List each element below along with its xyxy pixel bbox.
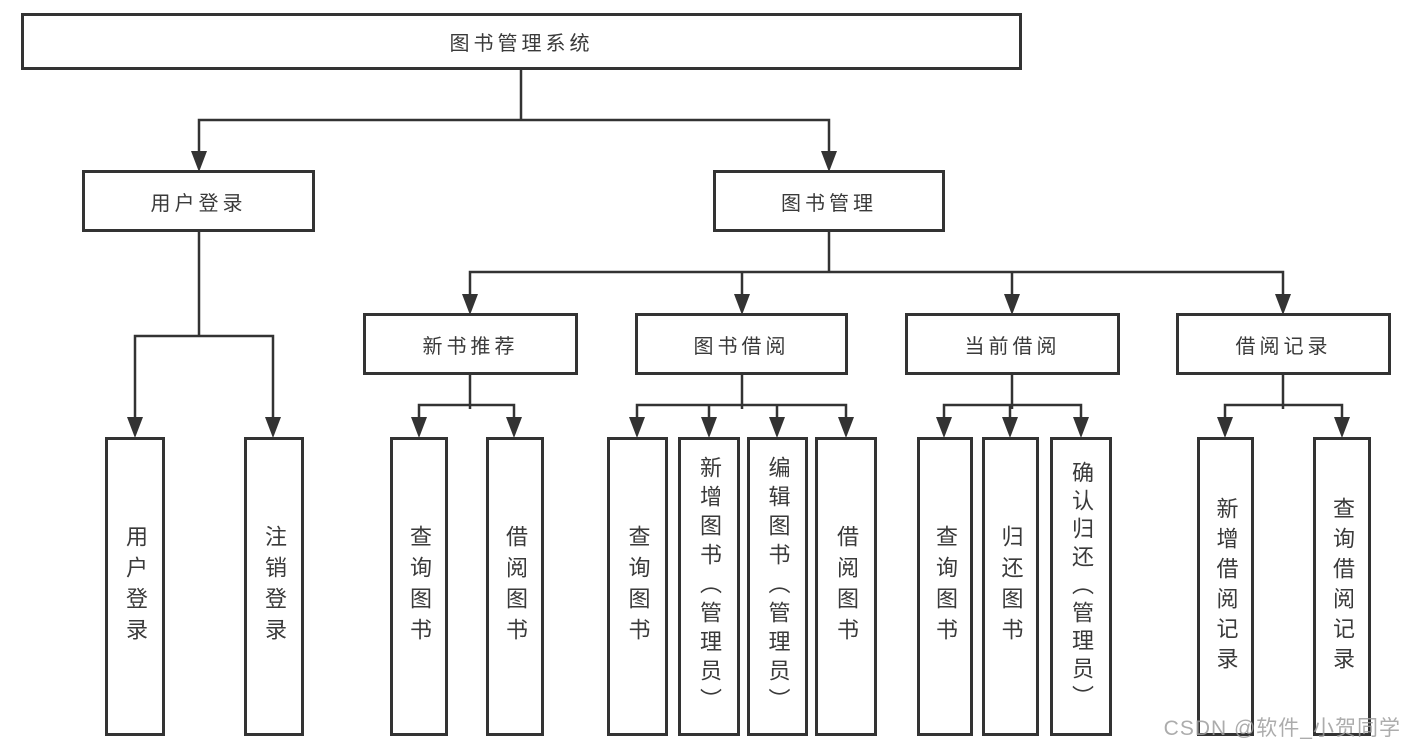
node-borrowing-records: 借阅记录	[1176, 313, 1391, 375]
leaf-cb-query-books: 查询图书	[917, 437, 973, 736]
node-root-library-system: 图书管理系统	[21, 13, 1022, 70]
leaf-bb-edit-books-admin: 编辑图书（管理员）	[747, 437, 808, 736]
node-new-book-recommend: 新书推荐	[363, 313, 578, 375]
node-book-borrowing: 图书借阅	[635, 313, 848, 375]
leaf-nbr-borrow-books: 借阅图书	[486, 437, 544, 736]
leaf-br-query-record: 查询借阅记录	[1313, 437, 1371, 736]
node-book-management-branch: 图书管理	[713, 170, 945, 232]
leaf-user-login: 用户登录	[105, 437, 165, 736]
leaf-br-add-record: 新增借阅记录	[1197, 437, 1254, 736]
leaf-nbr-query-books: 查询图书	[390, 437, 448, 736]
leaf-cb-confirm-return-admin: 确认归还（管理员）	[1050, 437, 1112, 736]
node-current-borrowing: 当前借阅	[905, 313, 1120, 375]
leaf-cb-return-books: 归还图书	[982, 437, 1039, 736]
csdn-watermark: CSDN @软件_小贺同学	[1163, 717, 1401, 740]
leaf-bb-add-books-admin: 新增图书（管理员）	[678, 437, 740, 736]
leaf-bb-borrow-books: 借阅图书	[815, 437, 877, 736]
leaf-bb-query-books: 查询图书	[607, 437, 668, 736]
leaf-logout: 注销登录	[244, 437, 304, 736]
node-user-login-branch: 用户登录	[82, 170, 315, 232]
